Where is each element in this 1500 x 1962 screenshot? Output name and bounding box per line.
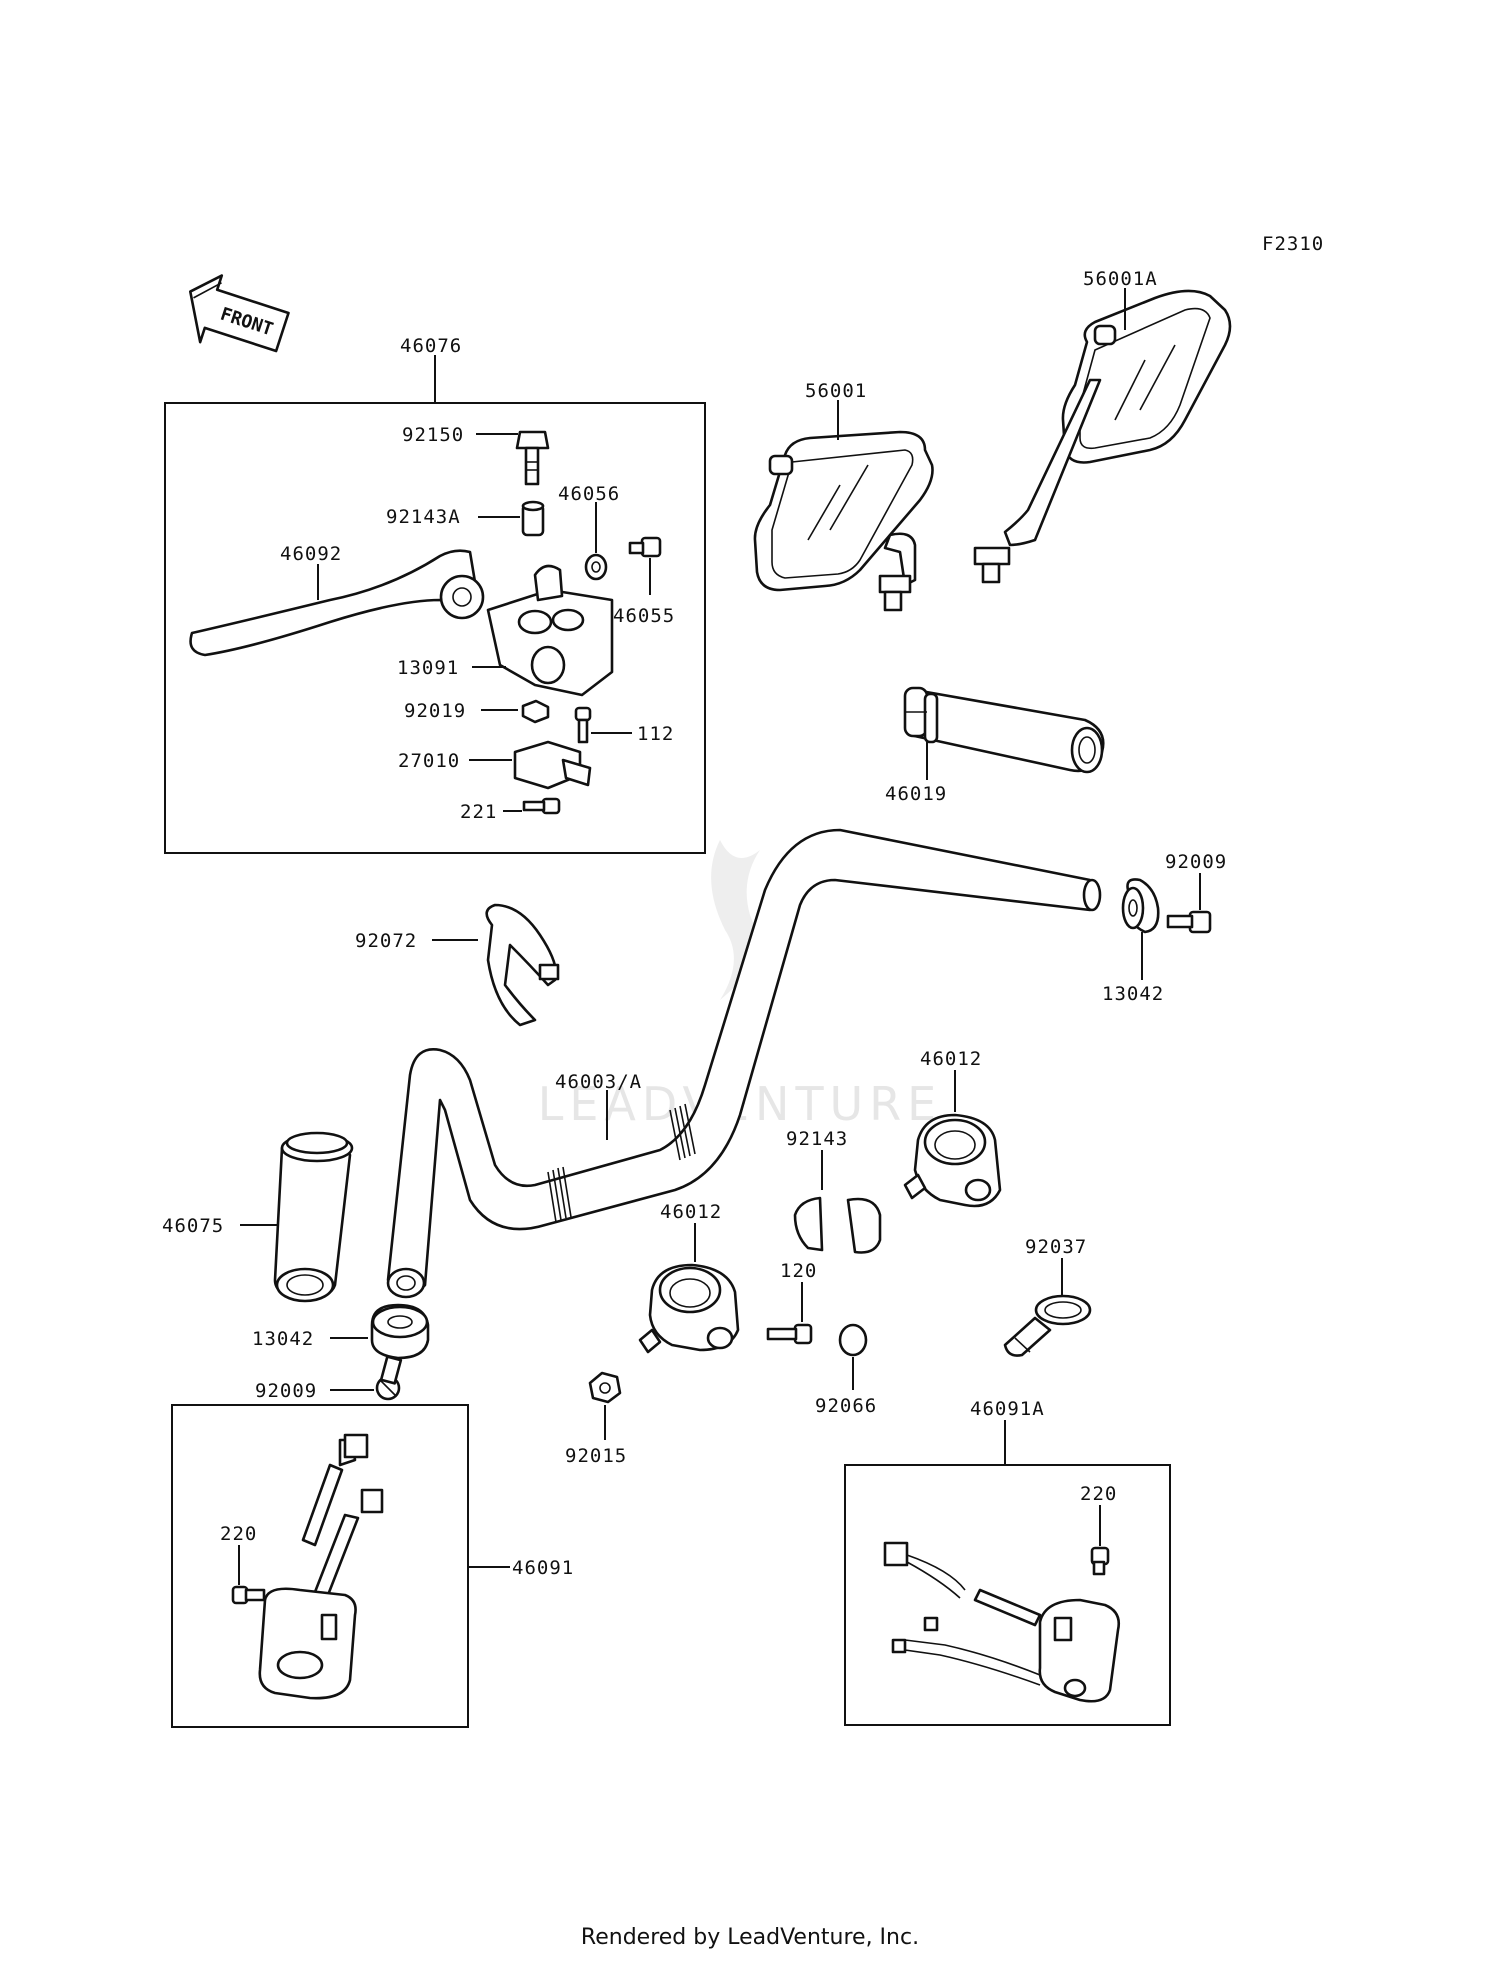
switch-housing-46091A: [883, 1541, 1120, 1703]
spacer-13042-left: [370, 1303, 430, 1360]
grip-46075: [273, 1131, 354, 1303]
label-56001A: 56001A: [1083, 268, 1158, 290]
holder-13091: [486, 564, 614, 697]
clamp-46012-mid: [638, 1263, 740, 1354]
screw-46055: [628, 536, 662, 558]
label-92072: 92072: [355, 930, 417, 952]
bolt-92150: [515, 430, 550, 486]
label-92143: 92143: [786, 1128, 848, 1150]
label-92019: 92019: [404, 700, 466, 722]
label-46056: 46056: [558, 483, 620, 505]
label-46055: 46055: [613, 605, 675, 627]
bolt-120: [766, 1323, 813, 1345]
grip-46019: [903, 686, 1105, 774]
screw-221: [522, 797, 561, 815]
label-221: 221: [460, 801, 497, 823]
collar-92143A: [521, 500, 545, 537]
label-13042-right: 13042: [1102, 983, 1164, 1005]
nut-92015: [588, 1371, 622, 1404]
weight-92037: [1003, 1294, 1092, 1357]
mirror-56001A: [973, 289, 1232, 584]
label-46012-mid: 46012: [660, 1201, 722, 1223]
label-46091A: 46091A: [970, 1398, 1045, 1420]
label-92066: 92066: [815, 1395, 877, 1417]
label-92009-left: 92009: [255, 1380, 317, 1402]
spacer-13042-right: [1121, 878, 1160, 934]
bolt-92009-left: [375, 1355, 403, 1401]
label-46075: 46075: [162, 1215, 224, 1237]
label-220-right: 220: [1080, 1483, 1117, 1505]
label-112: 112: [637, 723, 674, 745]
label-13091: 13091: [397, 657, 459, 679]
strap-92072: [485, 903, 560, 1027]
collar-92143: [793, 1196, 882, 1254]
label-46019: 46019: [885, 783, 947, 805]
label-46012-top: 46012: [920, 1048, 982, 1070]
nut-92019: [521, 699, 550, 724]
label-27010: 27010: [398, 750, 460, 772]
label-56001: 56001: [805, 380, 867, 402]
screw-220-right: [1090, 1546, 1110, 1576]
label-46076: 46076: [400, 335, 462, 357]
label-120: 120: [780, 1260, 817, 1282]
front-arrow-icon: FRONT: [188, 274, 290, 353]
credit-text: Rendered by LeadVenture, Inc.: [580, 1925, 920, 1950]
lever-46092: [189, 549, 485, 657]
label-220-left: 220: [220, 1523, 257, 1545]
screw-112: [574, 706, 592, 744]
clip-46056: [584, 553, 608, 581]
label-46003A: 46003/A: [555, 1071, 642, 1093]
label-92009-right: 92009: [1165, 851, 1227, 873]
label-92150: 92150: [402, 424, 464, 446]
clamp-46012-top: [903, 1113, 1002, 1208]
switch-housing-46091: [258, 1433, 384, 1700]
figure-code: F2310: [1262, 233, 1324, 255]
label-46091: 46091: [512, 1557, 574, 1579]
handlebar-46003A: [386, 828, 1102, 1299]
switch-27010: [513, 740, 592, 790]
mirror-56001: [753, 430, 934, 612]
bolt-92009-right: [1166, 910, 1212, 934]
group-box-46091A: [844, 1464, 1171, 1726]
cap-92066: [838, 1323, 868, 1357]
label-92037: 92037: [1025, 1236, 1087, 1258]
label-92143A: 92143A: [386, 506, 461, 528]
label-13042-left: 13042: [252, 1328, 314, 1350]
label-46092: 46092: [280, 543, 342, 565]
screw-220-left: [231, 1585, 266, 1605]
label-92015: 92015: [565, 1445, 627, 1467]
